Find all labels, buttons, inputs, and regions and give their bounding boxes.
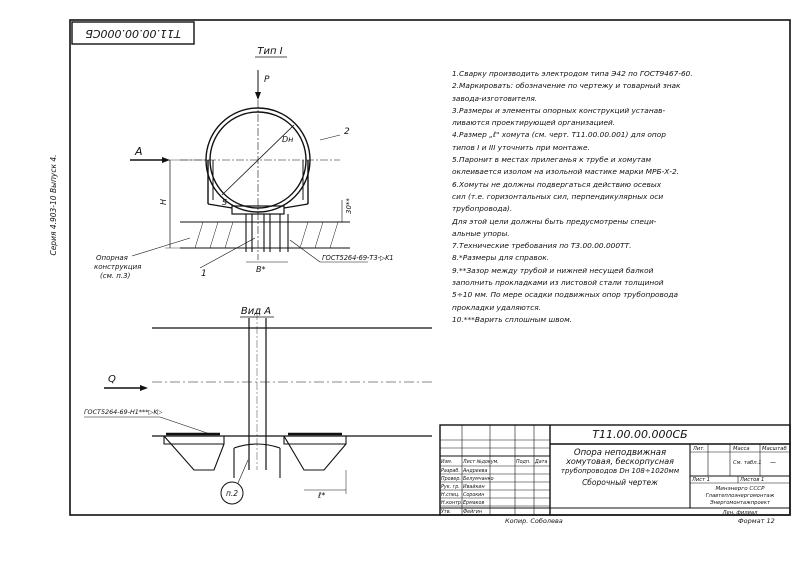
series-label: Серия 4.903-10 Выпуск 4. (49, 154, 58, 255)
note-line: сил (т.е. горизонтальных сил, перпендику… (452, 191, 664, 201)
support-brackets (162, 432, 347, 478)
view-a-title: Вид А (241, 306, 271, 317)
view-a-pipe (152, 312, 432, 470)
note-line: 5.Паронит в местах прилеганья к трубе и … (452, 155, 652, 165)
tb-role-6: Утв. (441, 509, 451, 515)
note-line: 7.Технические требования по Т3.00.00.000… (452, 241, 632, 251)
note-line: 8.*Размеры для справок. (452, 253, 550, 263)
tb-mass: Масса (733, 446, 750, 452)
notes-block: 1.Сварку производить электродом типа Э42… (452, 68, 792, 326)
dim-l-label: ℓ* (317, 491, 325, 500)
tb-name-line-3: трубопроводов Dн 108÷1020мм (561, 467, 680, 475)
note-line: альные упоры. (452, 228, 510, 238)
tb-scale-value: — (770, 459, 776, 466)
note-line: ливаются проектирующей организацией. (452, 118, 616, 128)
dim-h-label: Н (159, 199, 168, 205)
view-type1-title: Тип I (257, 46, 282, 57)
tb-name-line-4: Сборочный чертеж (582, 478, 658, 487)
dim-dn-label: Dн (282, 135, 293, 144)
tb-date-0: Дата (534, 459, 547, 465)
note-line: Для этой цели должны быть предусмотрены … (452, 216, 657, 226)
note-line: 9.**Зазор между трубой и нижней несущей … (452, 265, 654, 275)
tb-sign-0: Подп. (516, 459, 531, 465)
tb-name-4: Сорокин (463, 492, 484, 498)
callout-p2-label: п.2 (226, 489, 238, 498)
note-line: 3.Размеры и элементы опорных конструкций… (452, 105, 666, 115)
weld-symbol-2: ГОСТ5264-69-Н1***▷K▷ (84, 408, 163, 416)
load-p-label: P (264, 75, 270, 85)
tb-copy-label: Копир. Соболева (505, 517, 563, 525)
pos-1-label: 1 (201, 269, 207, 279)
sheet-frame (69, 19, 791, 516)
tb-format-label: Формат 12 (738, 517, 775, 525)
tb-role-5: Н.контр. (441, 500, 462, 506)
note-line: 1.Сварку производить электродом типа Э42… (452, 69, 693, 78)
note-line: 10.***Варить сплошным швом. (452, 314, 573, 324)
pos-2-label: 2 (344, 127, 350, 137)
rotated-doc-code: Т11.00.00.000СБ (85, 27, 180, 40)
note-line: заполнить прокладками из листовой стали … (452, 278, 664, 288)
note-line: типов I и III уточнить при монтаже. (452, 142, 590, 152)
tb-name-5: Ермаков (463, 500, 484, 506)
tb-lit: Лит. (692, 446, 705, 452)
note-line: завода-изготовителя. (452, 93, 538, 103)
callout-p2-circle (220, 481, 244, 505)
tb-sheet: Лист 1 (691, 477, 710, 483)
section-q-label: Q (108, 374, 116, 385)
tb-designation: Т11.00.00.000СБ (592, 428, 687, 441)
tb-role-0: Изм. (441, 459, 452, 465)
dim-30-label: 30** (345, 198, 353, 214)
note-line: 6.Хомуты не должны подвергаться действию… (452, 179, 662, 189)
tb-org-3: Энергомонтажпроект (709, 500, 771, 506)
note-line: оклеивается изолом на изольной мастике м… (452, 167, 680, 177)
tb-org-2: Главтеплоэнергомонтаж (706, 493, 775, 499)
tb-name-line-1: Опора неподвижная (574, 448, 666, 458)
weld-symbol-1: ГОСТ5264-69-Т3-▷K1 (322, 254, 394, 262)
support-structure (180, 221, 350, 249)
title-block (439, 424, 791, 516)
note-line: трубопровода). (452, 204, 513, 214)
tb-name-2: Белумчанко (463, 476, 494, 482)
note-line: 4.Размер „ℓ" хомута (см. черт. Т11.00.00… (452, 130, 666, 140)
support-label-1: Опорная (96, 254, 128, 262)
tb-name-1: Андреева (462, 468, 488, 474)
dim-b-label: B* (256, 265, 266, 274)
tb-role-4: Н.спец. (441, 492, 460, 498)
tb-mass-value: См. табл.1 (733, 460, 762, 466)
tb-name-6: Фейгин (463, 509, 482, 515)
support-label-3: (см. п.3) (100, 272, 131, 280)
support-label-2: конструкция (94, 263, 141, 271)
tb-name-line-2: хомутовая, бескорпусная (565, 457, 674, 466)
tb-org-4: Лен. филиал (722, 510, 758, 516)
tb-name-0: Лист №докум. (462, 459, 499, 465)
note-line: 5÷10 мм. По мере осадки подвижных опор т… (452, 290, 679, 300)
tb-role-3: Рук. гр. (441, 484, 460, 490)
tb-name-3: Ивайкин (463, 484, 485, 490)
tb-role-1: Разраб. (441, 468, 460, 474)
tb-scale: Масштаб (762, 446, 787, 452)
tb-org-1: Минэнерго СССР (715, 486, 765, 492)
tb-sheets: Листов 1 (739, 477, 764, 483)
section-a-label: А (134, 145, 143, 158)
note-line: 2.Маркировать: обозначение по чертежу и … (452, 81, 681, 91)
dim-s-label: S (222, 198, 227, 207)
rotated-code-box: Т11.00.00.000СБ (71, 21, 195, 45)
tb-role-2: Провер. (441, 476, 461, 482)
note-line: прокладки удаляются. (452, 302, 542, 312)
